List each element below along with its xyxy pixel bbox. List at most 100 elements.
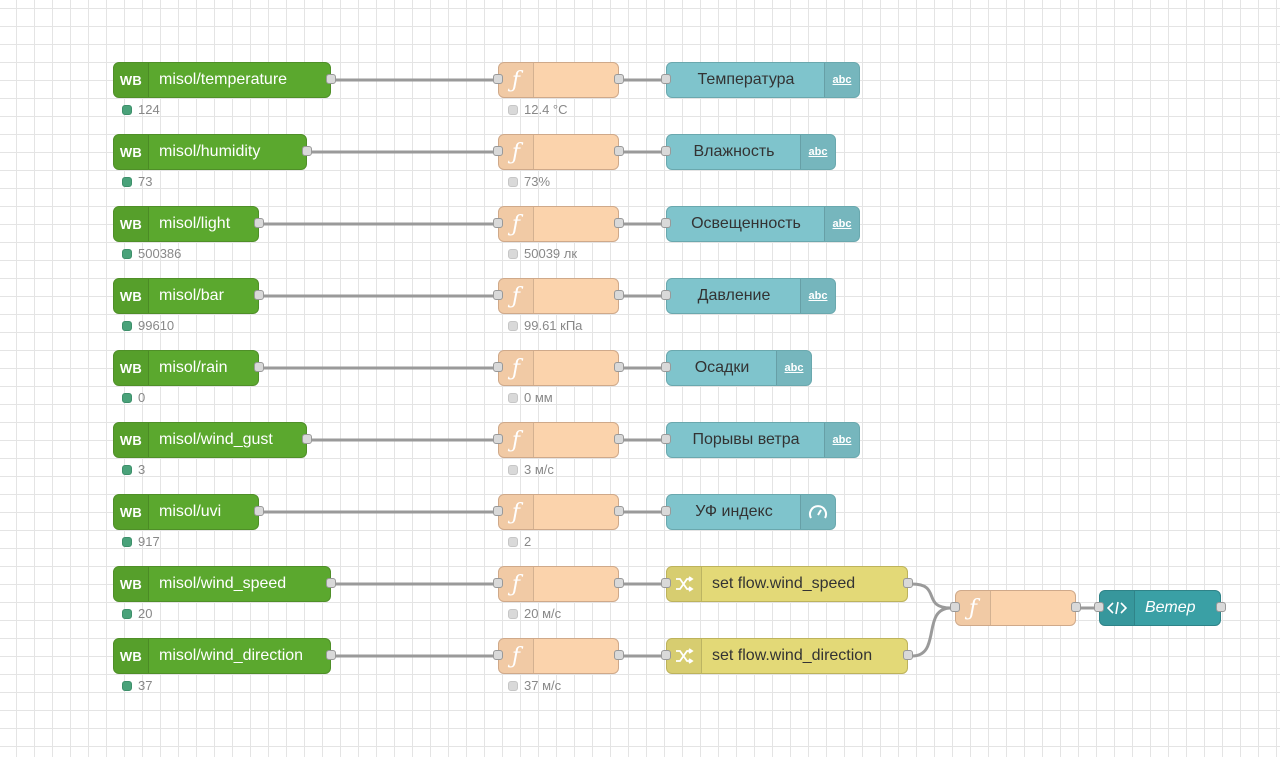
input-port[interactable] [493,74,503,84]
input-port[interactable] [661,650,671,660]
join-function-node[interactable]: ƒ [950,590,1081,626]
output-port[interactable] [614,74,624,84]
input-port[interactable] [661,290,671,300]
input-port[interactable] [661,362,671,372]
function-node[interactable]: ƒ [493,134,624,170]
wb-icon-text: WB [119,144,143,160]
text-node[interactable]: abc Освещенность [661,206,860,242]
function-node[interactable]: ƒ [493,638,624,674]
output-port[interactable] [614,434,624,444]
status-text: 99610 [138,318,175,333]
output-node-label: Освещенность [691,215,801,232]
mqtt-status: 99610 [122,318,174,333]
function-status: 0 мм [508,390,553,405]
input-port[interactable] [493,218,503,228]
input-port[interactable] [1094,602,1104,612]
output-port[interactable] [614,578,624,588]
output-port[interactable] [326,650,336,660]
output-port[interactable] [614,650,624,660]
output-port[interactable] [903,650,913,660]
input-port[interactable] [661,218,671,228]
output-port[interactable] [254,290,264,300]
status-text: 73% [524,174,551,189]
function-node[interactable]: ƒ [493,566,624,602]
output-port[interactable] [254,362,264,372]
mqtt-topic-label: misol/bar [159,287,224,304]
gauge-node[interactable]: УФ индекс [661,494,836,530]
input-port[interactable] [493,290,503,300]
status-dot [122,104,132,115]
mqtt-topic-label: misol/temperature [159,71,288,88]
status-text: 3 м/с [524,462,554,477]
mqtt-topic-label: misol/rain [159,359,228,376]
input-port[interactable] [493,506,503,516]
output-port[interactable] [302,434,312,444]
input-port[interactable] [493,146,503,156]
function-status: 37 м/с [508,678,561,693]
shuffle-icon [667,567,702,601]
input-port[interactable] [661,506,671,516]
function-node[interactable]: ƒ [493,62,624,98]
function-node[interactable]: ƒ [493,206,624,242]
template-node-veter[interactable]: Ветер [1094,590,1226,626]
output-port[interactable] [614,146,624,156]
input-port[interactable] [493,650,503,660]
wire [911,582,952,610]
abc-icon-text: abc [832,218,852,230]
function-icon: ƒ [499,135,534,169]
output-port[interactable] [326,74,336,84]
output-port[interactable] [326,578,336,588]
input-port[interactable] [661,434,671,444]
mqtt-topic-label: misol/wind_speed [159,575,287,592]
input-port[interactable] [950,602,960,612]
status-dot [122,176,132,187]
output-port[interactable] [903,578,913,588]
input-port[interactable] [493,434,503,444]
output-port[interactable] [254,506,264,516]
output-node-label: Осадки [694,359,750,376]
function-icon: ƒ [499,423,534,457]
output-port[interactable] [614,362,624,372]
input-port[interactable] [493,578,503,588]
status-text: 50039 лк [524,246,578,261]
input-port[interactable] [661,146,671,156]
status-text: 37 [138,678,153,693]
function-status: 20 м/с [508,606,561,621]
input-port[interactable] [493,362,503,372]
function-status: 3 м/с [508,462,554,477]
function-node[interactable]: ƒ [493,350,624,386]
function-node[interactable]: ƒ [493,422,624,458]
input-port[interactable] [661,74,671,84]
output-port[interactable] [254,218,264,228]
output-port[interactable] [302,146,312,156]
output-port[interactable] [614,290,624,300]
function-icon: ƒ [499,567,534,601]
status-text: 20 м/с [524,606,562,621]
function-node[interactable]: ƒ [493,278,624,314]
output-port[interactable] [614,218,624,228]
abc-icon-text: abc [832,74,852,86]
input-port[interactable] [661,578,671,588]
change-node[interactable]: set flow.wind_direction [661,638,913,674]
change-node[interactable]: set flow.wind_speed [661,566,913,602]
function-node[interactable]: ƒ [493,494,624,530]
function-status: 12.4 °C [508,102,568,117]
output-port[interactable] [1071,602,1081,612]
output-port[interactable] [1216,602,1226,612]
output-port[interactable] [614,506,624,516]
function-icon: ƒ [499,279,534,313]
